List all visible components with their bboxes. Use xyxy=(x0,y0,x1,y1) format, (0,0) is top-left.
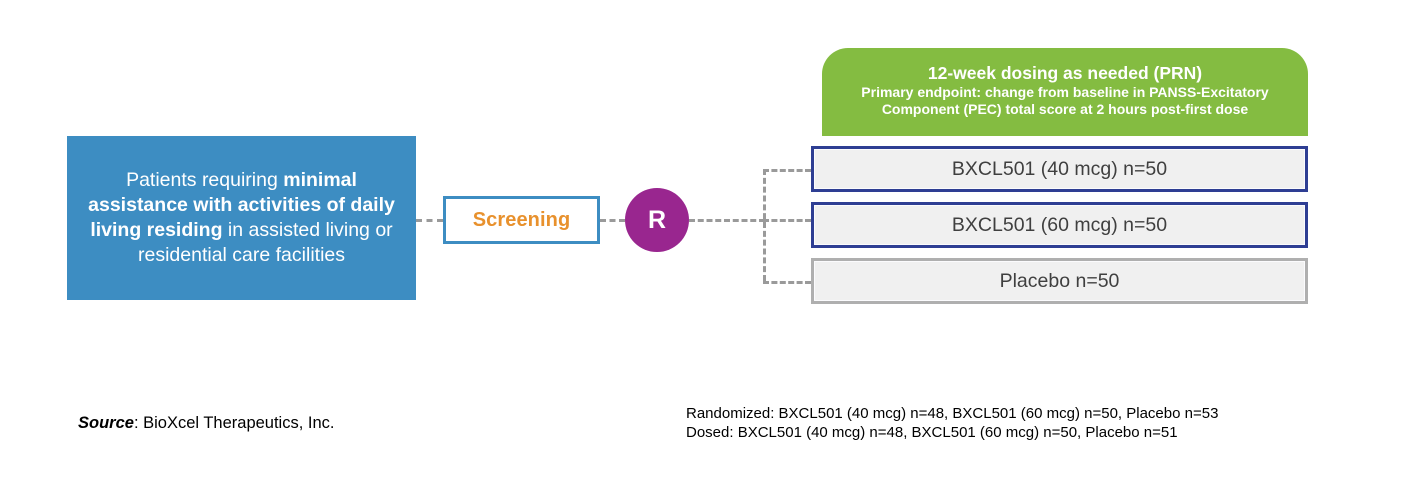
treatment-arm-box-bxcl501-40mcg: BXCL501 (40 mcg) n=50 xyxy=(811,146,1308,192)
treatment-arm-box-placebo: Placebo n=50 xyxy=(811,258,1308,304)
source-attribution: Source: BioXcel Therapeutics, Inc. xyxy=(78,414,334,433)
enrollment-footnotes: Randomized: BXCL501 (40 mcg) n=48, BXCL5… xyxy=(686,404,1218,442)
randomization-label: R xyxy=(647,205,667,234)
connector-branch-arm-2 xyxy=(763,219,811,222)
population-text-plain-tail: in assisted living or residential care f… xyxy=(137,219,393,266)
connector-population-to-screening xyxy=(416,219,443,222)
connector-screening-to-randomization xyxy=(600,219,625,222)
source-value: : BioXcel Therapeutics, Inc. xyxy=(133,414,335,432)
prn-header-title: 12-week dosing as needed (PRN) xyxy=(927,63,1203,83)
source-label: Source xyxy=(78,414,134,432)
connector-branch-arm-1 xyxy=(763,169,811,172)
patient-population-box: Patients requiring minimal assistance wi… xyxy=(67,136,416,300)
patient-population-text: Patients requiring minimal assistance wi… xyxy=(81,168,402,268)
treatment-arm-label: Placebo n=50 xyxy=(999,269,1120,292)
population-text-emphasis: minimal assistance with activities of da… xyxy=(88,169,395,241)
connector-bracket-spine xyxy=(763,169,766,281)
screening-box: Screening xyxy=(443,196,600,244)
treatment-arm-box-bxcl501-60mcg: BXCL501 (60 mcg) n=50 xyxy=(811,202,1308,248)
randomization-circle: R xyxy=(625,188,689,252)
dosed-counts-line: Dosed: BXCL501 (40 mcg) n=48, BXCL501 (6… xyxy=(686,424,1178,441)
randomized-counts-line: Randomized: BXCL501 (40 mcg) n=48, BXCL5… xyxy=(686,405,1219,422)
treatment-arm-label: BXCL501 (60 mcg) n=50 xyxy=(951,213,1168,236)
prn-dosing-header: 12-week dosing as needed (PRN) Primary e… xyxy=(822,48,1308,136)
screening-label: Screening xyxy=(472,208,571,231)
connector-branch-arm-3 xyxy=(763,281,811,284)
treatment-arm-label: BXCL501 (40 mcg) n=50 xyxy=(951,157,1168,180)
connector-randomization-trunk xyxy=(689,219,765,222)
prn-header-subtitle-line-1: Primary endpoint: change from baseline i… xyxy=(861,84,1269,100)
prn-header-subtitle-line-2: Component (PEC) total score at 2 hours p… xyxy=(881,101,1249,117)
population-text-plain-lead: Patients requiring xyxy=(126,169,284,191)
